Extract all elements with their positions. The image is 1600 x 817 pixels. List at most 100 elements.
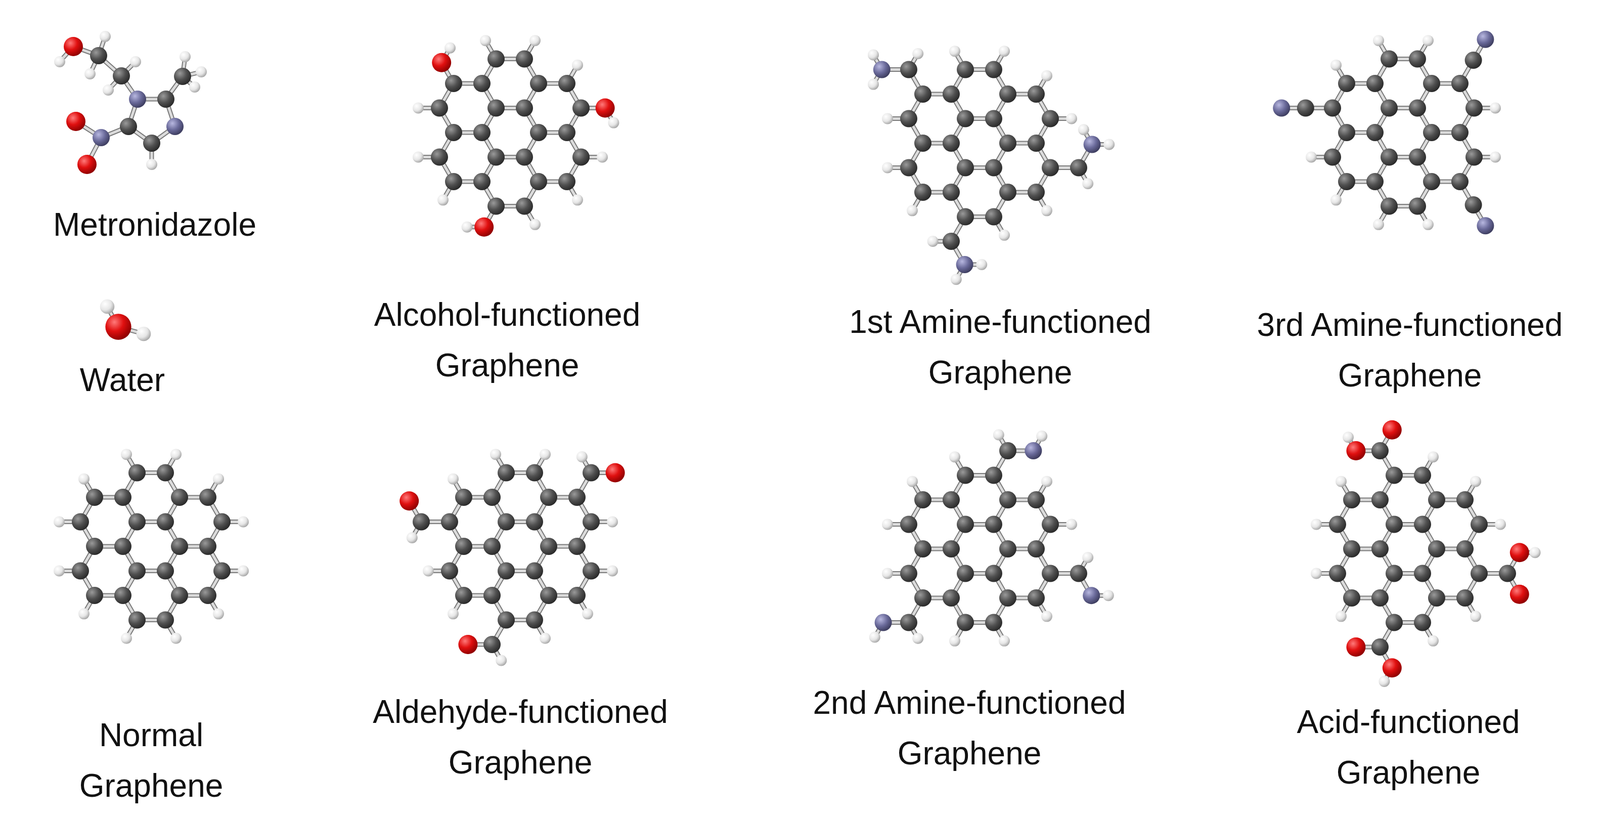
- atom-h: [998, 635, 1010, 647]
- atom-c: [1041, 158, 1059, 176]
- atom-h: [84, 68, 96, 80]
- atom-c: [525, 610, 544, 629]
- atom-h: [99, 30, 111, 42]
- atom-c: [999, 183, 1017, 201]
- atom-c: [582, 464, 600, 482]
- atom-h: [881, 518, 894, 530]
- atom-h: [949, 451, 961, 463]
- atom-c: [1371, 441, 1389, 460]
- atom-c: [956, 613, 974, 631]
- atom-c: [985, 61, 1003, 79]
- atom-c: [1366, 172, 1384, 191]
- atom-h: [78, 607, 90, 619]
- atom-c: [1380, 99, 1398, 117]
- atom-h: [867, 49, 879, 61]
- atom-c: [999, 491, 1017, 509]
- atom-c: [568, 488, 586, 506]
- atom-h: [1041, 70, 1053, 82]
- atom-c: [1413, 564, 1432, 582]
- atom-c: [1385, 613, 1403, 631]
- atom-h: [437, 194, 449, 206]
- atom-o: [595, 98, 615, 118]
- atom-c: [956, 207, 974, 226]
- atom-c: [1456, 540, 1474, 558]
- atom-c: [71, 513, 90, 531]
- atom-c: [1027, 183, 1045, 201]
- atom-c: [90, 47, 108, 65]
- atom-h: [1422, 34, 1434, 47]
- atom-o: [458, 634, 478, 654]
- atom-c: [985, 515, 1003, 533]
- atom-h: [170, 632, 182, 644]
- atom-h: [949, 45, 961, 57]
- atom-h: [881, 113, 894, 125]
- atom-o: [1509, 584, 1530, 604]
- atom-c: [157, 90, 175, 108]
- atom-h: [1529, 546, 1541, 558]
- atom-c: [1451, 74, 1469, 93]
- atom-c: [1408, 197, 1427, 215]
- atom-c: [1423, 74, 1441, 93]
- atom-c: [487, 148, 505, 166]
- atom-c: [483, 537, 501, 555]
- atom-h: [412, 151, 424, 163]
- atom-h: [212, 607, 225, 619]
- atom-c: [1070, 158, 1088, 176]
- atom-c: [540, 537, 558, 555]
- atom-c: [1343, 540, 1361, 558]
- atom-c: [985, 158, 1003, 176]
- atom-c: [1338, 123, 1356, 142]
- atom-c: [1338, 172, 1356, 191]
- atom-c: [430, 99, 449, 117]
- molecule-label: Metronidazole: [3, 199, 307, 250]
- atom-c: [1408, 148, 1427, 166]
- atom-o: [63, 36, 83, 57]
- atom-h: [1310, 518, 1322, 530]
- atom-c: [1371, 491, 1389, 509]
- atom-h: [576, 451, 588, 463]
- atom-h: [1330, 59, 1342, 71]
- atom-h: [1470, 475, 1482, 487]
- atom-c: [85, 488, 104, 506]
- atom-h: [1489, 151, 1501, 163]
- atom-c: [914, 183, 932, 201]
- atom-n: [166, 117, 184, 136]
- atom-h: [1372, 218, 1385, 231]
- atom-o: [399, 491, 419, 511]
- atom-h: [422, 564, 434, 576]
- atom-c: [71, 561, 90, 580]
- atom-c: [1428, 540, 1446, 558]
- atom-c: [1371, 589, 1389, 607]
- atom-c: [999, 589, 1017, 607]
- atom-h: [54, 56, 66, 68]
- atom-c: [483, 586, 501, 604]
- atom-c: [558, 172, 576, 191]
- atom-c: [455, 488, 473, 506]
- atom-c: [445, 123, 463, 142]
- atom-h: [53, 564, 65, 576]
- atom-n: [1476, 216, 1494, 235]
- atom-h: [479, 34, 492, 47]
- atom-h: [170, 448, 182, 460]
- atom-c: [497, 464, 515, 482]
- atom-c: [515, 148, 533, 166]
- atom-c: [914, 491, 932, 509]
- atom-h: [1427, 451, 1439, 463]
- atom-c: [1041, 564, 1059, 582]
- atom-h: [447, 607, 459, 619]
- atom-h: [1103, 138, 1115, 150]
- atom-h: [1470, 610, 1482, 622]
- atom-h: [146, 158, 158, 170]
- atom-c: [1297, 99, 1315, 117]
- atom-c: [900, 564, 918, 582]
- atom-o: [1509, 542, 1530, 562]
- atom-c: [128, 561, 146, 580]
- atom-c: [529, 74, 548, 93]
- atom-c: [156, 513, 174, 531]
- atom-h: [1310, 567, 1322, 579]
- atom-h: [606, 564, 618, 576]
- atom-c: [487, 99, 505, 117]
- atom-h: [1330, 194, 1342, 206]
- atom-c: [942, 85, 960, 103]
- atom-c: [525, 513, 544, 531]
